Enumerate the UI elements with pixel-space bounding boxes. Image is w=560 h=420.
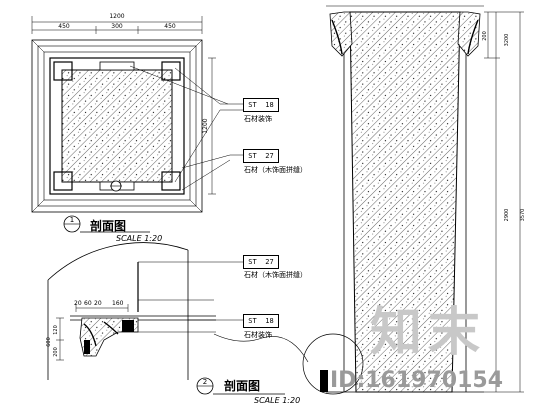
detail-dim-a: 20 <box>74 300 82 307</box>
callout-tag-4-code: ST <box>248 317 257 325</box>
plan-dim-mid: 300 <box>111 23 123 30</box>
section-title: 剖面图 <box>224 379 261 393</box>
callout-note-1: 石材装饰 <box>244 115 272 123</box>
plan-dim-right: 450 <box>164 23 176 30</box>
plan-detail-number: 1 <box>70 216 74 224</box>
plan-scale: SCALE 1:20 <box>116 234 163 243</box>
detail-dim-left-b: 120 <box>53 325 59 335</box>
callout-tag-1: ST 18 <box>243 98 279 112</box>
plan-dim-side: 1200 <box>202 118 209 133</box>
callout-tag-3-code: ST <box>248 258 257 266</box>
callout-tag-4: ST 18 <box>243 314 279 328</box>
detail-dim-c: 20 <box>94 300 102 307</box>
callout-tag-4-number: 18 <box>265 317 274 325</box>
callout-note-2: 石材（木饰面拼缝） <box>244 166 307 174</box>
detail-dim-left-c: 200 <box>53 347 59 357</box>
section-dim-total: 3570 <box>520 209 526 222</box>
callout-note-4: 石材装饰 <box>244 331 272 339</box>
callout-tag-2-number: 27 <box>265 152 274 160</box>
detail-view: 20 60 20 160 600 120 200 <box>46 242 309 395</box>
callout-tag-3: ST 27 <box>243 255 279 269</box>
callout-tag-2: ST 27 <box>243 149 279 163</box>
section-dim-mid: 2900 <box>504 209 510 222</box>
section-dim-top: 3200 <box>504 34 510 47</box>
detail-dim-d: 160 <box>112 300 124 307</box>
plan-view: 1200 450 300 450 1200 <box>31 13 243 233</box>
section-dim-small: 200 <box>482 31 488 41</box>
callout-tag-2-code: ST <box>248 152 257 160</box>
section-detail-number: 2 <box>203 378 207 386</box>
plan-dim-total: 1200 <box>109 13 124 20</box>
callout-tag-1-number: 18 <box>265 101 274 109</box>
section-view: 3200 200 2900 3570 <box>302 5 526 395</box>
callout-note-3: 石材（木饰面拼缝） <box>244 271 307 279</box>
detail-dim-b: 60 <box>84 300 92 307</box>
detail-dim-left-a: 600 <box>46 337 52 347</box>
plan-dim-left: 450 <box>58 23 70 30</box>
watermark-logo: 知末 <box>370 303 487 363</box>
plan-title: 剖面图 <box>90 219 127 233</box>
section-scale: SCALE 1:20 <box>254 396 301 405</box>
callout-tag-3-number: 27 <box>265 258 274 266</box>
watermark-id: ID:161970154 <box>330 368 504 393</box>
callout-tag-1-code: ST <box>248 101 257 109</box>
